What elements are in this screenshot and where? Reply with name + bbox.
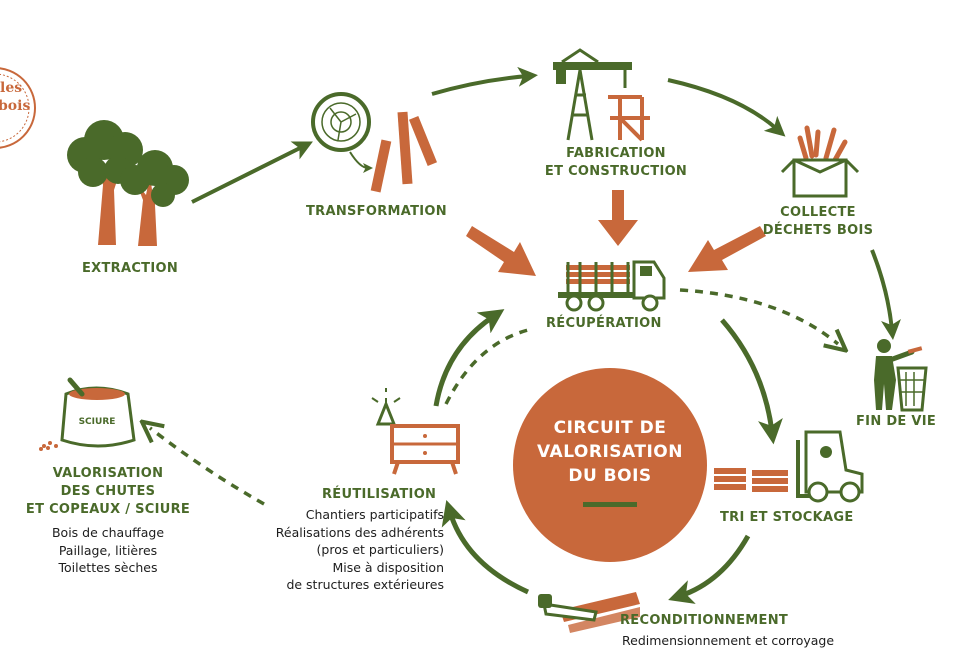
- label-line: DES CHUTES: [60, 484, 156, 499]
- label-line: ET CONSTRUCTION: [544, 164, 688, 179]
- saw-icon: [538, 592, 640, 633]
- dashed-arrow-recuperation-findevie: [679, 288, 838, 344]
- label-reutilisation: RÉUTILISATION: [322, 487, 437, 502]
- dashed-arrow-reutilisation-recuperation: [444, 328, 529, 405]
- desc-reconditionnement: Redimensionnement et corroyage: [622, 633, 835, 648]
- label-line: DÉCHETS BOIS: [762, 223, 874, 238]
- label-fin-de-vie: FIN DE VIE: [856, 414, 937, 429]
- svg-text:les: les: [0, 80, 22, 96]
- arrows-to-recuperation: [466, 190, 766, 276]
- person-bin-icon: [874, 339, 928, 412]
- center-underline: [583, 502, 637, 507]
- dresser-lamp-icon: [371, 388, 460, 475]
- center-title: CIRCUIT DE VALORISATION DU BOIS: [513, 416, 707, 488]
- arrow-reconditionnement-reutilisation: [441, 500, 530, 595]
- desc-line: Réalisations des adhérents: [275, 524, 444, 540]
- sack-label: SCIURE: [79, 417, 116, 427]
- logo-stamp: les bois: [0, 67, 36, 149]
- center-circle: CIRCUIT DE VALORISATION DU BOIS: [513, 368, 707, 562]
- desc-line: Paillage, litières: [58, 542, 158, 558]
- desc-valorisation: Bois de chauffage Paillage, litières Toi…: [20, 524, 196, 577]
- box-of-wood-icon: [780, 125, 860, 198]
- sawdust-sack-icon: SCIURE: [39, 377, 136, 451]
- desc-reutilisation: Chantiers participatifs Réalisations des…: [244, 506, 444, 594]
- trees-icon: [67, 120, 189, 246]
- svg-text:bois: bois: [0, 98, 30, 114]
- label-line: FABRICATION: [566, 146, 666, 161]
- center-title-line: VALORISATION: [537, 442, 683, 462]
- label-transformation: TRANSFORMATION: [306, 204, 447, 219]
- arrow-transformation-fabrication: [431, 66, 538, 96]
- label-line: COLLECTE: [780, 205, 856, 220]
- arrow-recuperation-tri: [720, 318, 783, 445]
- crane-icon: [553, 48, 650, 142]
- arrow-fabrication-collecte: [667, 78, 786, 137]
- label-line: VALORISATION: [52, 466, 164, 481]
- desc-line: (pros et particuliers): [316, 542, 444, 557]
- dashed-arrow-reutilisation-valorisation: [150, 428, 265, 506]
- desc-line: Chantiers participatifs: [305, 507, 444, 522]
- log-and-planks-icon: [311, 92, 438, 193]
- label-line: ET COPEAUX / SCIURE: [25, 502, 191, 517]
- label-recuperation: RÉCUPÉRATION: [546, 316, 662, 331]
- desc-line: Toilettes sèches: [58, 560, 158, 575]
- center-title-line: CIRCUIT DE: [553, 418, 667, 438]
- label-valorisation: VALORISATION DES CHUTES ET COPEAUX / SCI…: [20, 465, 196, 519]
- label-fabrication: FABRICATION ET CONSTRUCTION: [536, 145, 696, 181]
- desc-line: Mise à disposition: [332, 559, 445, 575]
- arrow-tri-reconditionnement: [668, 534, 751, 604]
- desc-line: Bois de chauffage: [51, 525, 165, 540]
- arrow-collecte-findevie: [870, 249, 901, 340]
- label-collecte: COLLECTE DÉCHETS BOIS: [758, 204, 878, 240]
- arrow-reutilisation-recuperation: [433, 309, 505, 407]
- center-title-line: DU BOIS: [568, 466, 652, 486]
- label-reconditionnement: RECONDITIONNEMENT: [620, 613, 789, 628]
- label-extraction: EXTRACTION: [82, 261, 179, 276]
- arrow-extraction-transformation: [191, 141, 313, 204]
- forklift-icon: [714, 430, 864, 503]
- desc-line: de structures extérieures: [286, 577, 444, 592]
- label-tri-stockage: TRI ET STOCKAGE: [720, 510, 854, 525]
- log-truck-icon: [558, 260, 666, 312]
